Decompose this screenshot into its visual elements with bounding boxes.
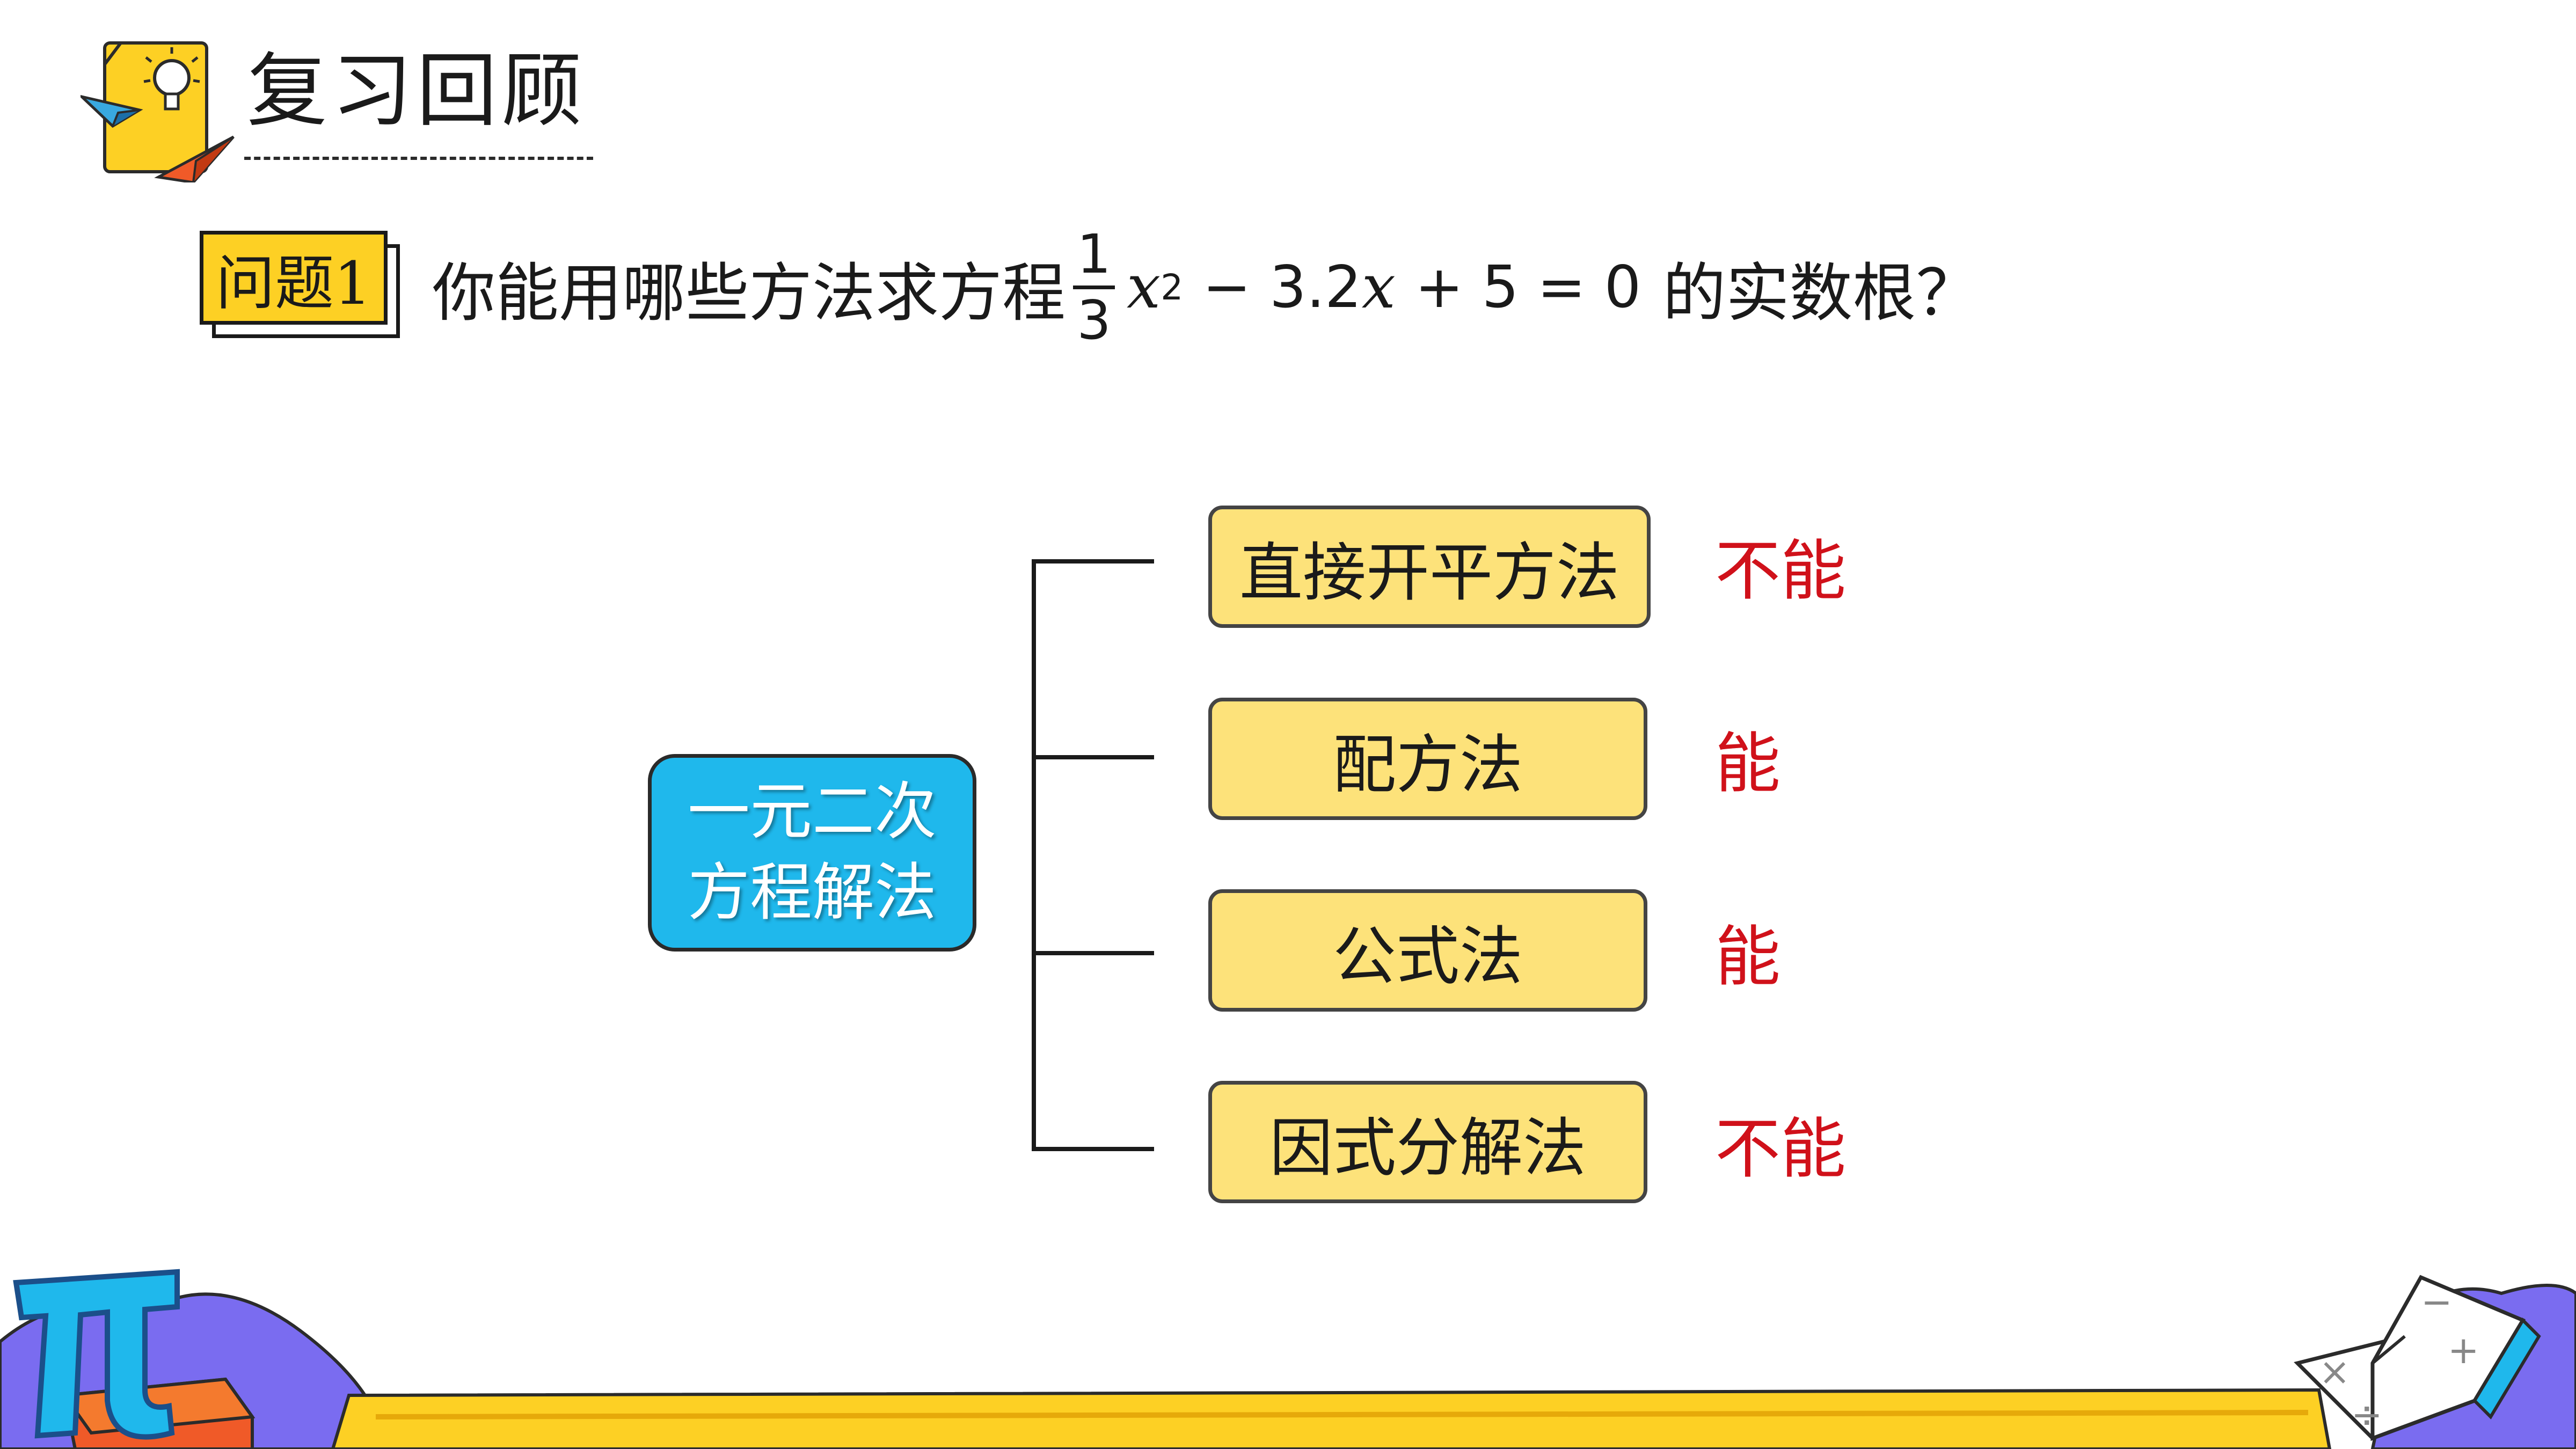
- pi-icon: [13, 1269, 180, 1440]
- variable-x-2: x: [1361, 252, 1396, 322]
- footer-decoration: × ÷ − +: [0, 1269, 2576, 1449]
- method-box-factoring: 因式分解法: [1208, 1081, 1647, 1203]
- svg-text:÷: ÷: [2351, 1393, 2383, 1437]
- bracket-branch-3: [1032, 951, 1154, 955]
- exponent: 2: [1161, 266, 1184, 308]
- paper-plane-icon: [81, 94, 143, 128]
- result-direct-sqrt: 不能: [1715, 533, 1846, 609]
- lightbulb-icon: [81, 41, 235, 182]
- bracket-branch-4: [1032, 1147, 1154, 1151]
- fraction-bar: [1073, 285, 1115, 289]
- page-title: 复习回顾: [247, 45, 587, 138]
- result-formula: 能: [1715, 919, 1780, 995]
- question-badge: 问题1: [200, 231, 388, 325]
- equation-end: + 5 = 0: [1414, 253, 1641, 321]
- equation-middle: − 3.2: [1202, 253, 1362, 321]
- svg-text:−: −: [2421, 1280, 2453, 1324]
- question-suffix: 的实数根？: [1662, 255, 1980, 330]
- svg-text:×: ×: [2319, 1350, 2351, 1394]
- result-completing-square: 能: [1715, 726, 1780, 802]
- fraction-denominator: 3: [1077, 288, 1111, 352]
- bracket-vertical: [1032, 559, 1036, 1151]
- root-method-box: 一元二次 方程解法: [648, 754, 976, 952]
- svg-text:+: +: [2448, 1328, 2479, 1372]
- bracket-branch-1: [1032, 559, 1154, 564]
- root-line-2: 方程解法: [688, 857, 937, 929]
- root-line-1: 一元二次: [688, 775, 937, 848]
- fraction: 1 3: [1073, 225, 1115, 349]
- method-box-completing-square: 配方法: [1208, 698, 1647, 820]
- open-book-icon: × ÷ − +: [2294, 1275, 2541, 1441]
- method-box-formula: 公式法: [1208, 889, 1647, 1012]
- method-box-direct-sqrt: 直接开平方法: [1208, 506, 1651, 628]
- question-prefix: 你能用哪些方法求方程: [432, 255, 1066, 330]
- bracket-branch-2: [1032, 755, 1154, 759]
- fraction-numerator: 1: [1077, 222, 1111, 286]
- title-underline: [244, 157, 593, 160]
- variable-x: x: [1127, 252, 1161, 322]
- result-factoring: 不能: [1715, 1111, 1846, 1187]
